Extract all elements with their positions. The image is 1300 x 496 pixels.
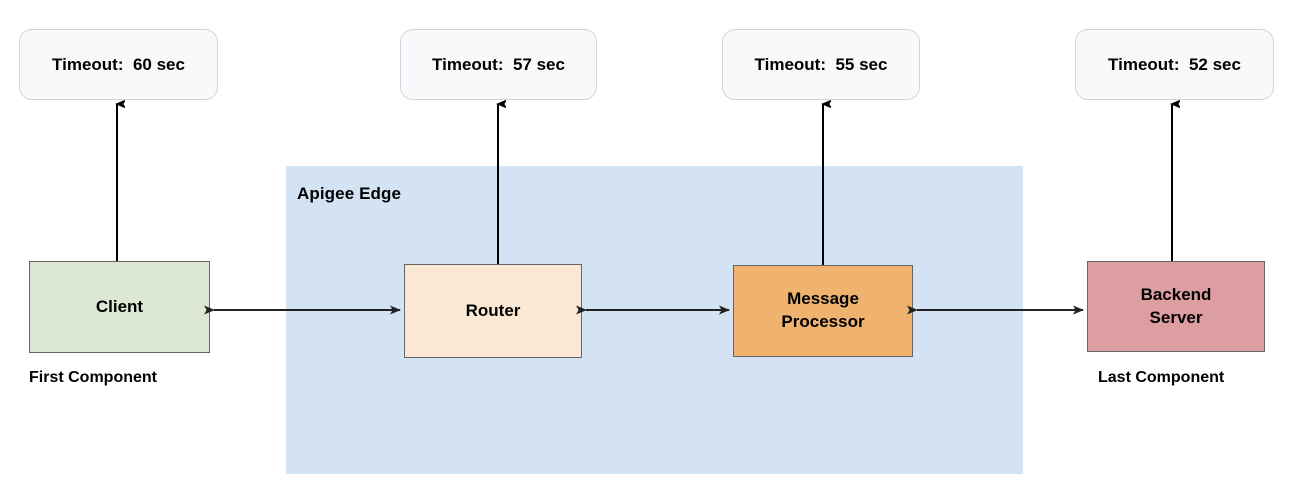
caption-first-component: First Component (29, 369, 157, 386)
component-box-backend-server: Backend Server (1087, 261, 1265, 352)
timeout-box-router: Timeout: 57 sec (400, 29, 597, 100)
timeout-box-backend: Timeout: 52 sec (1075, 29, 1274, 100)
component-box-client: Client (29, 261, 210, 353)
caption-last-component: Last Component (1098, 369, 1225, 386)
apigee-edge-label: Apigee Edge (297, 184, 402, 203)
timeout-box-message-processor: Timeout: 55 sec (722, 29, 920, 100)
component-box-router: Router (404, 264, 582, 358)
component-box-message-processor: Message Processor (733, 265, 913, 357)
timeout-box-client: Timeout: 60 sec (19, 29, 218, 100)
